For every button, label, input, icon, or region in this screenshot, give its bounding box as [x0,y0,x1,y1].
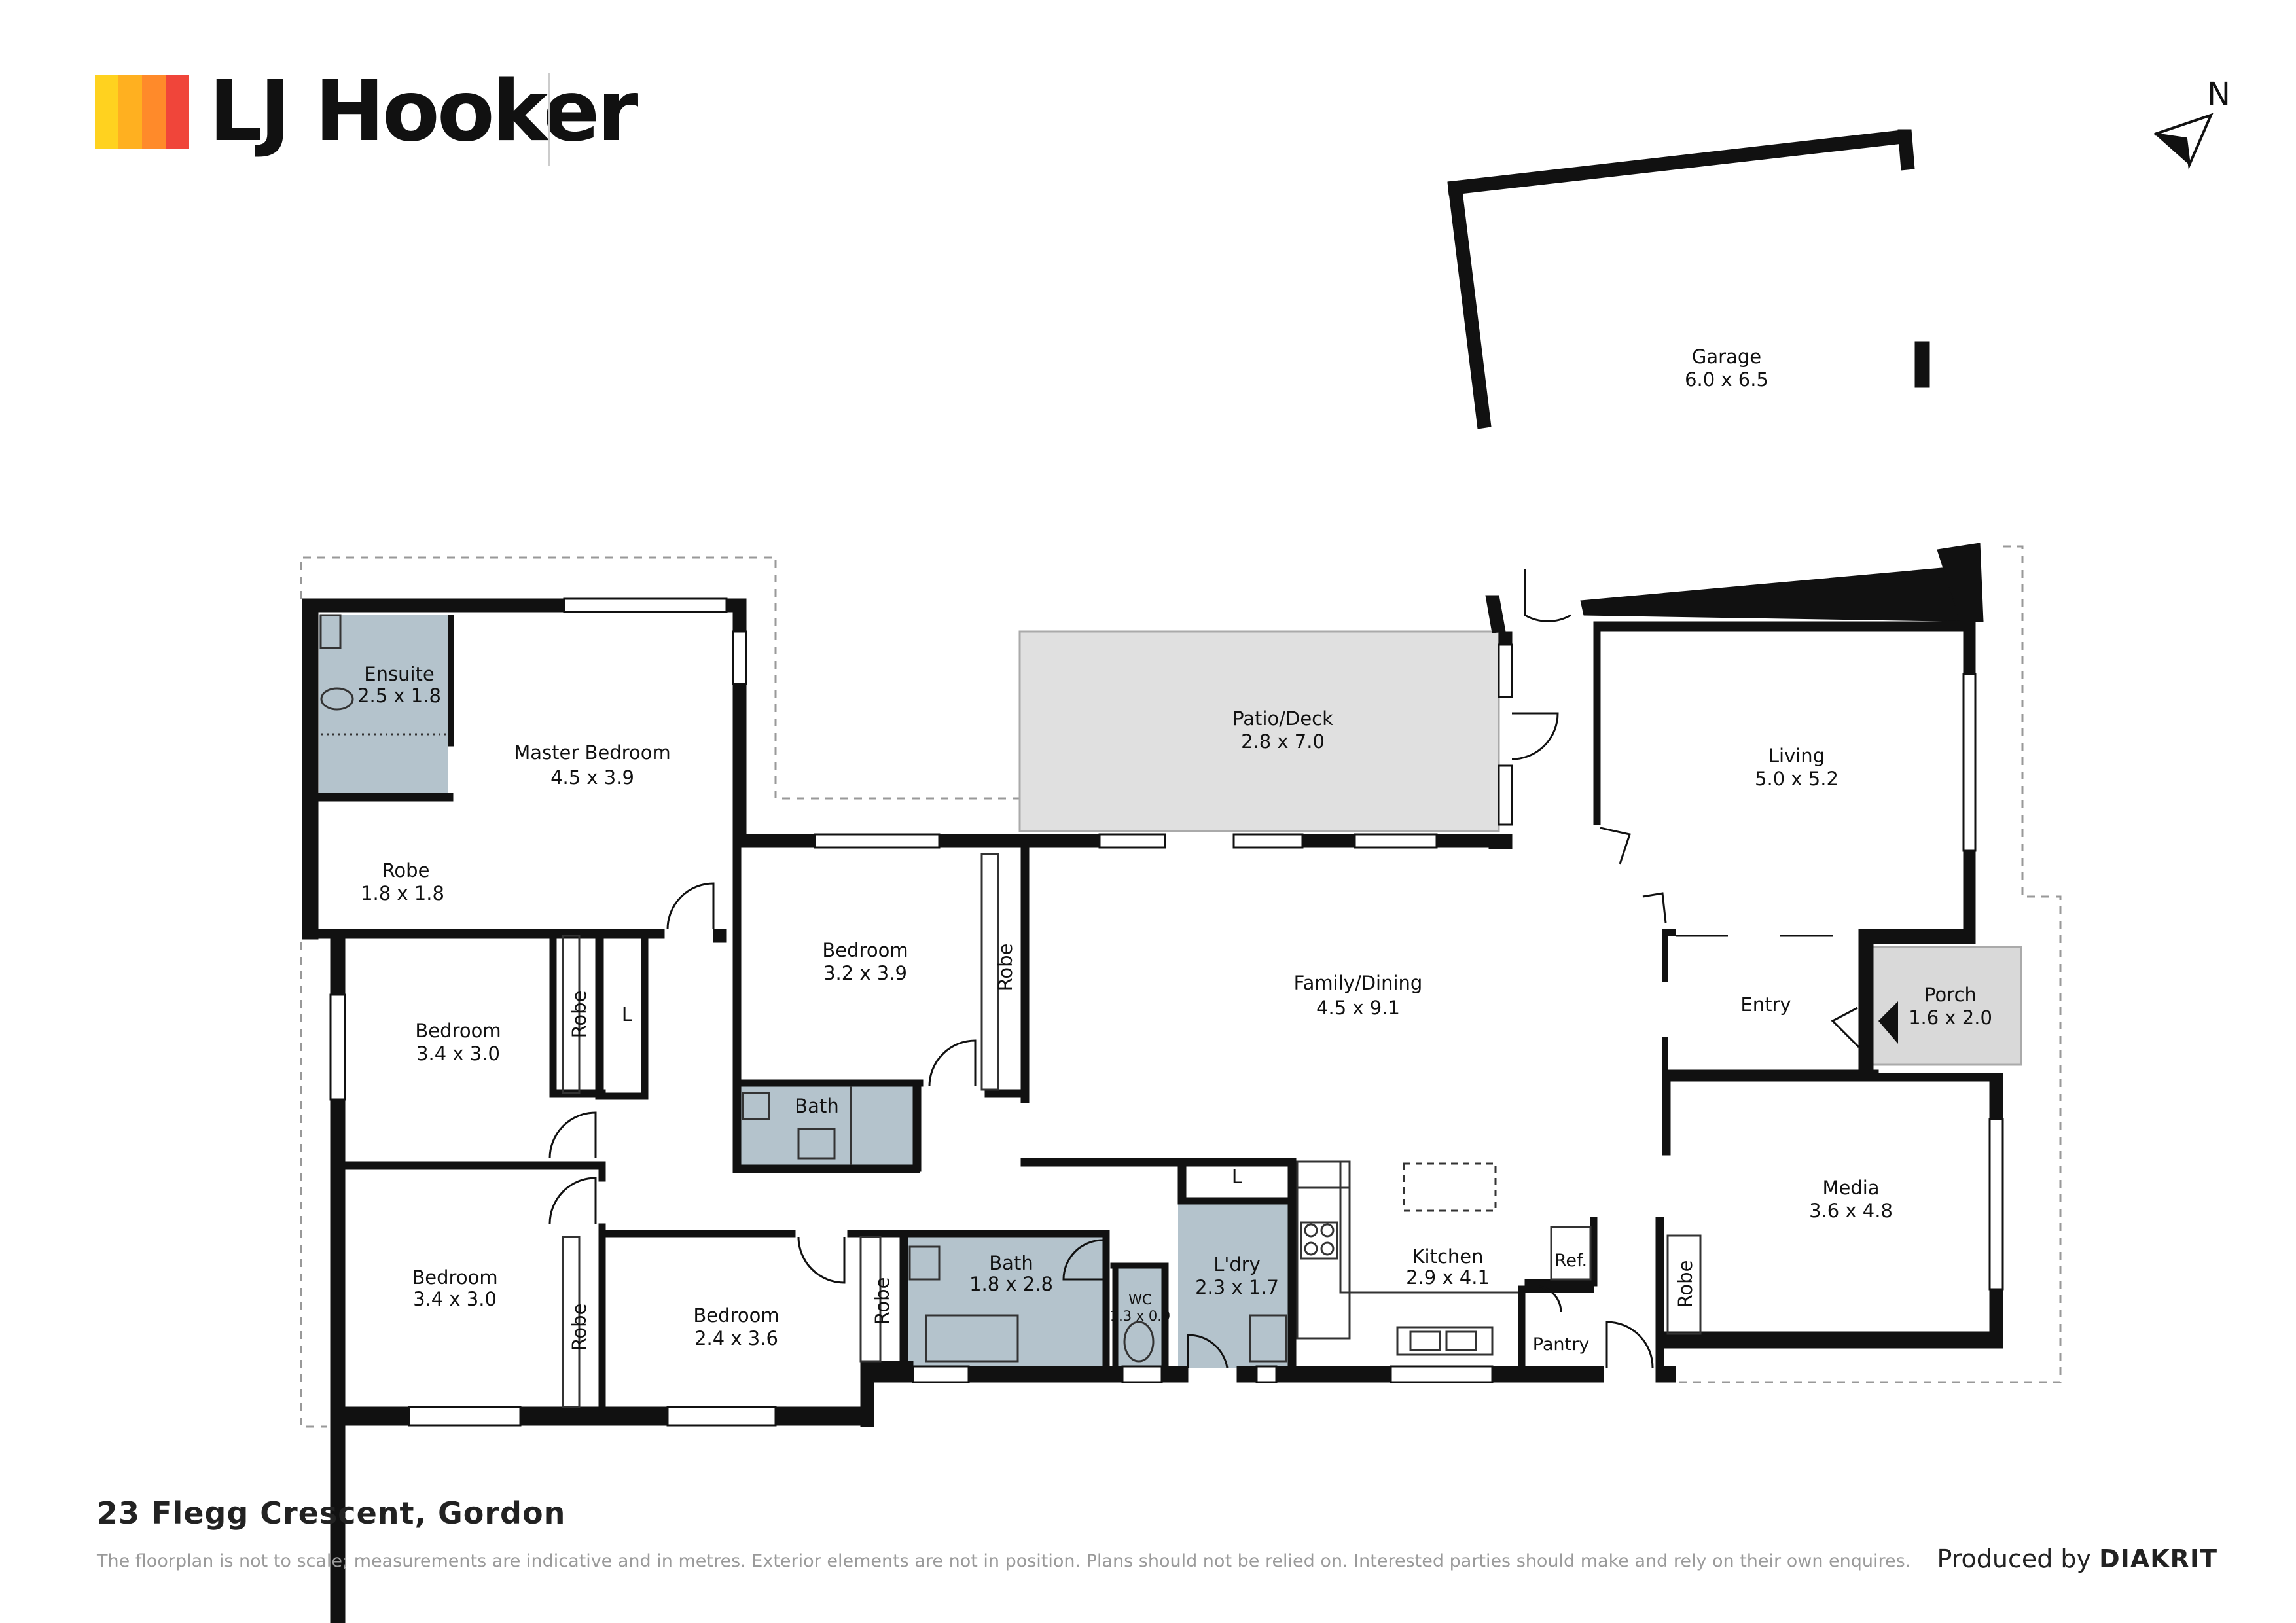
porch-entry-arrow-icon [1878,1001,1898,1044]
robe-left-lower-name: Robe [568,1304,590,1351]
door-pantry [1534,1285,1562,1313]
walls [302,129,2003,1623]
produced-by-credit: Produced by DIAKRIT [1937,1544,2217,1573]
robe-small-name: Robe [871,1277,893,1325]
media-name: Media [1822,1177,1879,1199]
bedroom-left-lower-dims: 3.4 x 3.0 [413,1288,497,1310]
credit-prefix: Produced by [1937,1544,2092,1573]
bath-main-name: Bath [989,1252,1033,1274]
brand-logo: LJ Hooker [95,63,638,160]
patio-name: Patio/Deck [1232,707,1333,730]
fixtures [319,614,1702,1408]
garage-dims: 6.0 x 6.5 [1685,368,1768,391]
disclaimer-text: The floorplan is not to scale; measureme… [97,1551,1911,1571]
garage-wall-top [1447,129,1909,196]
door-living [1600,827,1631,865]
ensuite-dims: 2.5 x 1.8 [357,685,441,707]
bedroom-left-upper-name: Bedroom [415,1020,501,1042]
door-bed-small [797,1236,846,1284]
exterior-outline [300,545,2062,1428]
door-mid-bed [928,1039,977,1087]
media-dims: 3.6 x 4.8 [1809,1200,1893,1222]
door-laundry [1187,1334,1229,1368]
door-bed-lower [548,1177,597,1224]
door-patio [1511,712,1559,760]
logo-bar-red [166,75,189,149]
door-garage [1524,569,1571,622]
robe-media-name: Robe [1674,1260,1696,1308]
linen-upper-name: L [622,1003,632,1026]
bedroom-mid-name: Bedroom [822,939,908,961]
entry-name: Entry [1740,993,1791,1016]
logo-bars-icon [95,75,189,149]
master-dims: 4.5 x 3.9 [550,766,634,789]
wc-fill [1113,1266,1168,1368]
door-bed-upper [548,1111,597,1159]
ref-name: Ref. [1554,1251,1587,1271]
north-arrow-icon: N [2154,76,2231,170]
pantry-name: Pantry [1533,1334,1589,1355]
robe-mid-name: Robe [994,944,1016,991]
door-bath-main [1062,1239,1103,1281]
wc-name: WC [1128,1292,1151,1308]
robe-master-name: Robe [382,859,430,882]
living-dims: 5.0 x 5.2 [1755,768,1839,790]
laundry-name: L'dry [1213,1253,1261,1275]
logo-bar-amber [118,75,142,149]
brand-name: LJ Hooker [209,63,638,160]
kitchen-dims: 2.9 x 4.1 [1406,1266,1490,1289]
logo-bar-yellow [95,75,118,149]
bedroom-mid-dims: 3.2 x 3.9 [823,962,907,984]
kitchen-name: Kitchen [1412,1245,1484,1268]
door-entry-media [1605,1321,1654,1368]
garage-wall-bottom [1580,565,1984,622]
linen-kitchen-name: L [1232,1166,1242,1188]
ensuite-name: Ensuite [364,663,434,685]
property-address: 23 Flegg Crescent, Gordon [97,1495,566,1531]
garage-wall-left [1447,180,1492,429]
robe-left-upper-name: Robe [568,991,590,1039]
door-porch [1831,1007,1860,1048]
family-dims: 4.5 x 9.1 [1316,997,1400,1019]
door-master [666,882,715,930]
compass-label: N [2207,76,2231,113]
laundry-dims: 2.3 x 1.7 [1195,1276,1279,1298]
robe-master-dims: 1.8 x 1.8 [361,882,444,904]
logo-divider [548,73,550,166]
master-name: Master Bedroom [514,741,670,764]
patio-dims: 2.8 x 7.0 [1241,730,1325,753]
windows [329,597,2004,1427]
family-name: Family/Dining [1294,972,1423,994]
bedroom-left-lower-name: Bedroom [412,1266,497,1289]
bedroom-left-upper-dims: 3.4 x 3.0 [416,1043,500,1065]
bath-main-dims: 1.8 x 2.8 [969,1273,1053,1295]
living-name: Living [1768,745,1825,767]
bedroom-small-name: Bedroom [693,1304,779,1327]
logo-bar-orange [142,75,166,149]
garage-name: Garage [1692,346,1761,368]
porch-name: Porch [1924,984,1977,1006]
room-labels: Garage 6.0 x 6.5 Patio/Deck 2.8 x 7.0 Li… [357,346,1992,1355]
wc-dims: 1.3 x 0.9 [1110,1308,1171,1324]
credit-brand: DIAKRIT [2099,1544,2217,1573]
bedroom-small-dims: 2.4 x 3.6 [694,1327,778,1349]
porch-dims: 1.6 x 2.0 [1909,1007,1992,1029]
doors [548,569,1860,1368]
bath-mid-name: Bath [795,1095,838,1117]
room-fills [319,615,2022,1368]
patio-fill [1018,630,1500,832]
laundry-fill [1178,1204,1288,1368]
